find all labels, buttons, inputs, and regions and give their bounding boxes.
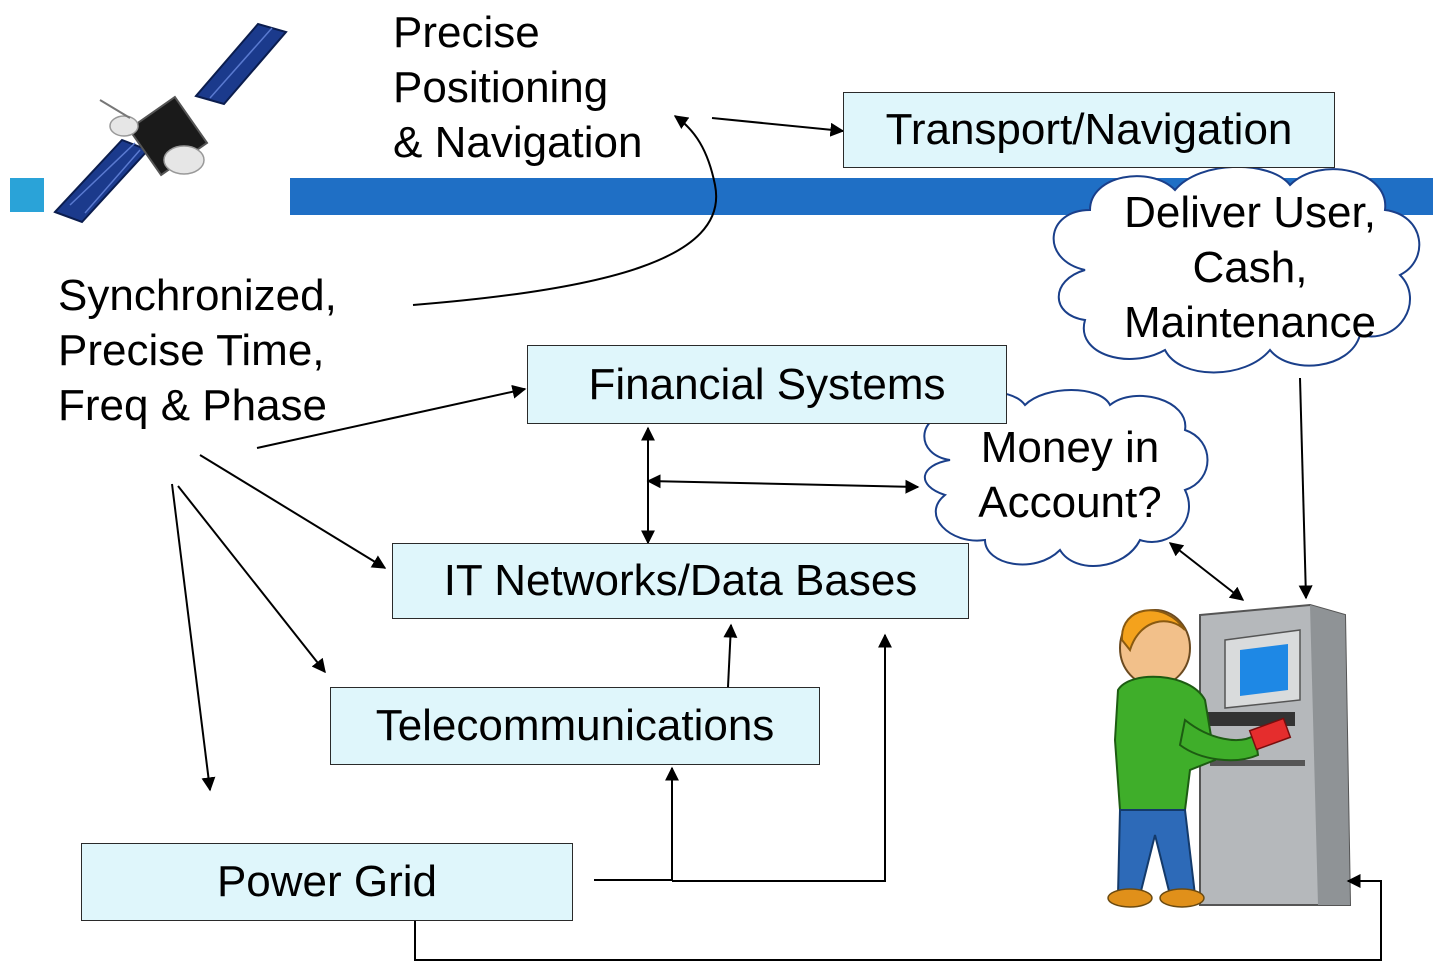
arrow-sync-to-positioning	[412, 115, 718, 306]
arrow-sync-to-powergrid	[171, 483, 216, 792]
arrow-telecom-to-it	[723, 623, 738, 688]
arrow-deliver-to-atm	[1298, 377, 1313, 600]
arrow-sync-to-it	[199, 454, 387, 569]
atm-user-illustration	[1107, 603, 1352, 908]
cloud-money-text: Money in Account?	[978, 423, 1162, 527]
bullet-square	[10, 178, 44, 212]
label-synchronized: Synchronized, Precise Time, Freq & Phase	[58, 271, 337, 430]
arrow-sync-to-telecom	[177, 485, 326, 674]
box-transport-navigation: Transport/Navigation	[843, 92, 1335, 168]
box-power-grid: Power Grid	[81, 843, 573, 921]
arrow-positioning-to-transport	[711, 117, 845, 137]
satellite-icon	[50, 22, 290, 240]
connectors	[171, 115, 1382, 961]
cloud-deliver	[1052, 165, 1421, 374]
arrow-powergrid-to-it	[672, 633, 892, 882]
cloud-deliver-text: Deliver User, Cash, Maintenance	[1124, 188, 1376, 347]
box-it-networks: IT Networks/Data Bases	[392, 543, 969, 619]
arrow-powergrid-to-telecom	[594, 766, 679, 881]
arrow-money-atm	[1168, 542, 1245, 601]
arrow-sync-to-financial	[256, 384, 527, 449]
arrow-powergrid-to-atm	[414, 874, 1382, 961]
label-precise-positioning: Precise Positioning & Navigation	[393, 8, 643, 167]
box-telecommunications: Telecommunications	[330, 687, 820, 765]
box-financial-systems: Financial Systems	[527, 345, 1007, 424]
arrow-link-money	[646, 474, 920, 494]
